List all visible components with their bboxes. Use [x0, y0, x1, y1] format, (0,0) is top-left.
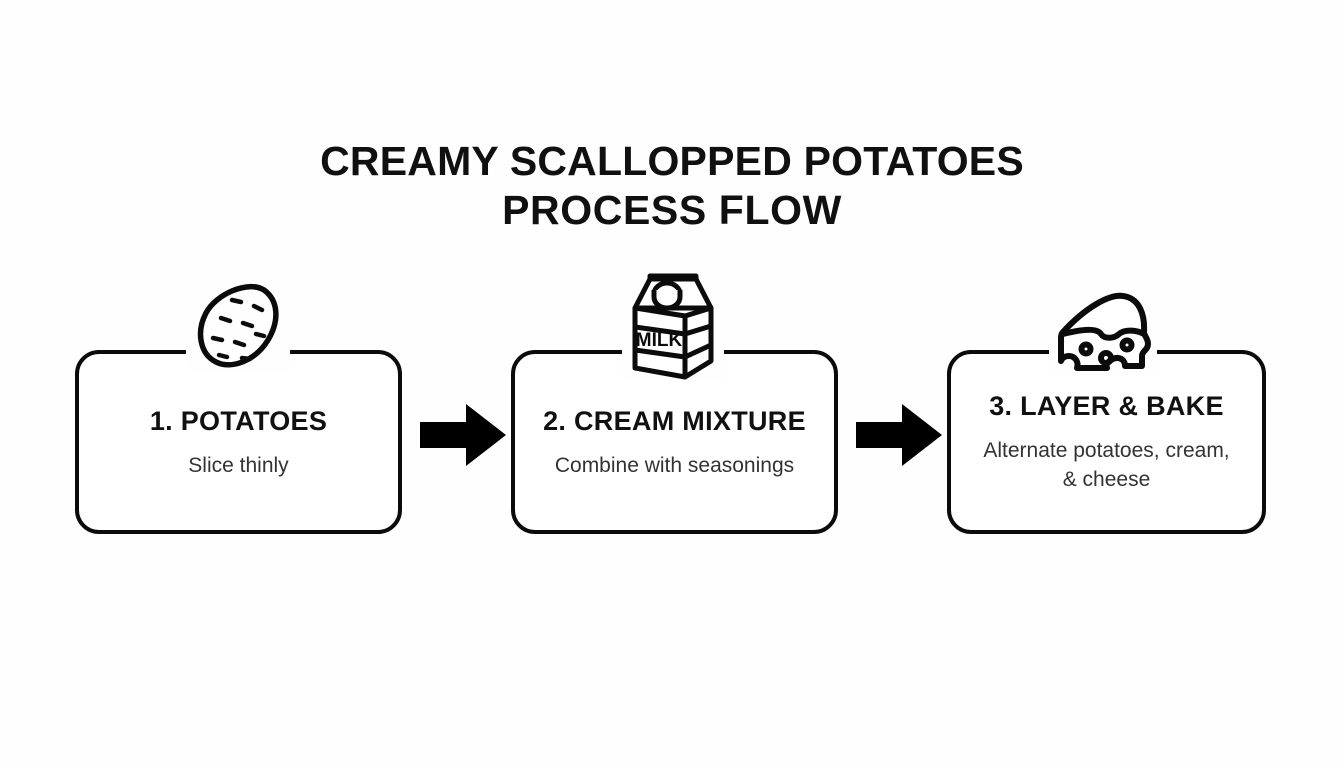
step-box-cream-mixture[interactable]: 2. CREAM MIXTURE Combine with seasonings: [511, 350, 838, 534]
step-title-cream-mixture: 2. CREAM MIXTURE: [543, 405, 806, 436]
step-box-potatoes[interactable]: 1. POTATOES Slice thinly: [75, 350, 402, 534]
step-description-layer-and-bake: Alternate potatoes, cream, & cheese: [983, 439, 1230, 491]
diagram-title-line-2: PROCESS FLOW: [502, 187, 842, 233]
step-box-layer-and-bake[interactable]: 3. LAYER & BAKE Alternate potatoes, crea…: [947, 350, 1266, 534]
arrow-right-icon-1: [420, 404, 506, 466]
step-description-cream-mixture: Combine with seasonings: [554, 453, 795, 477]
diagram-title-line-1: CREAMY SCALLOPPED POTATOES: [320, 138, 1024, 184]
step-description-potatoes: Slice thinly: [188, 453, 289, 477]
arrow-right-icon-2: [856, 404, 942, 466]
milk-carton-label: MILK: [636, 330, 683, 351]
step-title-layer-and-bake: 3. LAYER & BAKE: [989, 391, 1224, 421]
step-title-potatoes: 1. POTATOES: [149, 405, 328, 436]
diagram-title-block: CREAMY SCALLOPPED POTATOES PROCESS FLOW: [0, 137, 1344, 235]
